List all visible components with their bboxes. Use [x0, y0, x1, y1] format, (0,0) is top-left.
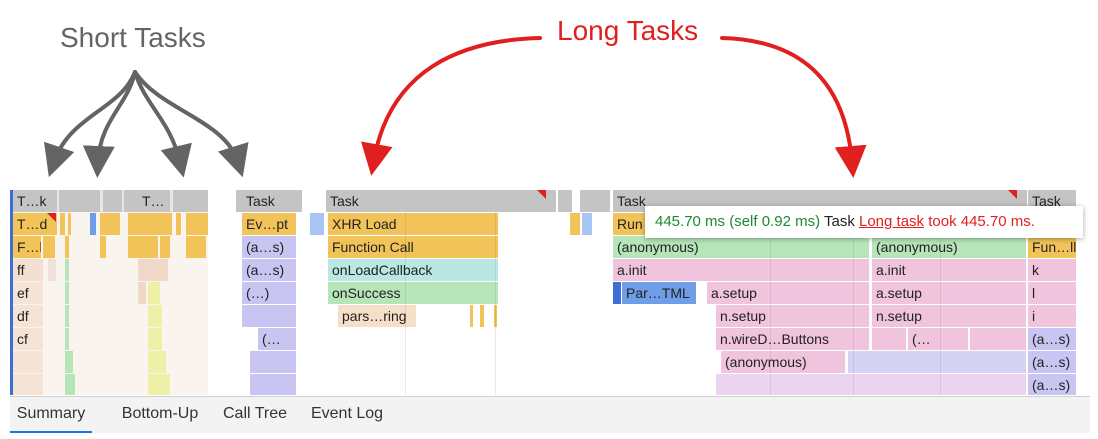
flame-block-n-setup[interactable]: n.setup: [716, 305, 869, 327]
flame-block-a-init[interactable]: a.init: [613, 259, 869, 281]
task-label-tk[interactable]: T…k: [17, 193, 47, 209]
flame-block-onsuccess[interactable]: onSuccess: [328, 282, 498, 304]
tab-summary[interactable]: Summary: [10, 397, 92, 433]
flame-block-run[interactable]: Run: [613, 213, 653, 235]
flame-block-dots[interactable]: (…): [242, 282, 296, 304]
flame-block-anonymous[interactable]: (anonymous): [721, 351, 845, 373]
flame-block-i[interactable]: i: [1028, 305, 1076, 327]
flame-block-anonymous[interactable]: (anonymous): [872, 236, 1026, 258]
long-task-tooltip: 445.70 ms (self 0.92 ms) Task Long task …: [645, 206, 1083, 238]
flame-block-df[interactable]: df: [13, 305, 43, 327]
tab-bottom-up[interactable]: Bottom-Up: [121, 405, 199, 422]
tab-event-log[interactable]: Event Log: [310, 405, 384, 422]
short-tasks-annotation: Short Tasks: [60, 22, 206, 53]
flame-block-paren[interactable]: (…: [908, 328, 968, 350]
flame-block-as[interactable]: (a…s): [1028, 328, 1076, 350]
flame-block-l[interactable]: l: [1028, 282, 1076, 304]
flame-block-as[interactable]: (a…s): [1028, 351, 1076, 373]
long-task-marker: [537, 190, 546, 199]
long-arrow-right: [720, 36, 867, 178]
task-block[interactable]: [13, 190, 208, 212]
short-arrow-2: [82, 70, 137, 178]
flame-block-as[interactable]: (a…s): [242, 236, 296, 258]
flame-block-k[interactable]: k: [1028, 259, 1076, 281]
tooltip-task-name: Task: [823, 213, 855, 230]
tooltip-duration: 445.70 ms (self 0.92 ms): [655, 213, 821, 230]
long-task-marker: [1008, 190, 1017, 199]
task-label-t2[interactable]: T…: [142, 193, 165, 209]
long-task-link[interactable]: Long task: [859, 213, 925, 230]
flame-block-fl[interactable]: F…l: [13, 236, 41, 258]
flame-block-anonymous[interactable]: (anonymous): [613, 236, 869, 258]
flame-block-a-setup[interactable]: a.setup: [872, 282, 1026, 304]
flame-block-n-setup[interactable]: n.setup: [872, 305, 1026, 327]
short-arrow-4: [133, 70, 249, 178]
flame-block-td[interactable]: T…d: [13, 213, 57, 235]
task-block[interactable]: [580, 190, 610, 212]
flame-block-ff[interactable]: ff: [13, 259, 43, 281]
flame-block-a-init[interactable]: a.init: [872, 259, 1026, 281]
flame-block-parsing[interactable]: pars…ring: [338, 305, 416, 327]
flame-block-as[interactable]: (a…s): [1028, 374, 1076, 395]
flame-block-funll[interactable]: Fun…ll: [1028, 236, 1076, 258]
bottom-tab-bar: Summary Bottom-Up Call Tree Event Log: [10, 396, 1090, 433]
short-arrow-3: [133, 70, 192, 178]
selection-edge: [10, 190, 13, 395]
long-arrow-left: [361, 36, 542, 176]
flame-block-wire-buttons[interactable]: n.wireD…Buttons: [716, 328, 869, 350]
short-arrow-1: [44, 70, 137, 178]
flame-block-cf[interactable]: cf: [13, 328, 43, 350]
flame-block-xhr-load[interactable]: XHR Load: [328, 213, 498, 235]
task-label[interactable]: Task: [242, 190, 302, 212]
flame-block-as[interactable]: (a…s): [242, 259, 296, 281]
task-block[interactable]: [558, 190, 572, 212]
flame-block-paren[interactable]: (…: [258, 328, 296, 350]
flame-block-ef[interactable]: ef: [13, 282, 43, 304]
flame-block-function-call[interactable]: Function Call: [328, 236, 498, 258]
flame-block-onloadcallback[interactable]: onLoadCallback: [328, 259, 498, 281]
long-task-block-1[interactable]: Task: [326, 190, 556, 212]
flame-block-a-setup[interactable]: a.setup: [707, 282, 869, 304]
long-tasks-annotation: Long Tasks: [557, 15, 699, 46]
tooltip-took-text: took 445.70 ms.: [928, 213, 1035, 230]
tab-call-tree[interactable]: Call Tree: [222, 405, 288, 422]
flame-block-parse-html[interactable]: Par…TML: [622, 282, 696, 304]
flame-chart[interactable]: T…k T… Task Task Task Task T…d Ev…pt XHR…: [10, 190, 1076, 395]
flame-block-evpt[interactable]: Ev…pt: [242, 213, 296, 235]
annotation-arrows: [44, 36, 867, 178]
